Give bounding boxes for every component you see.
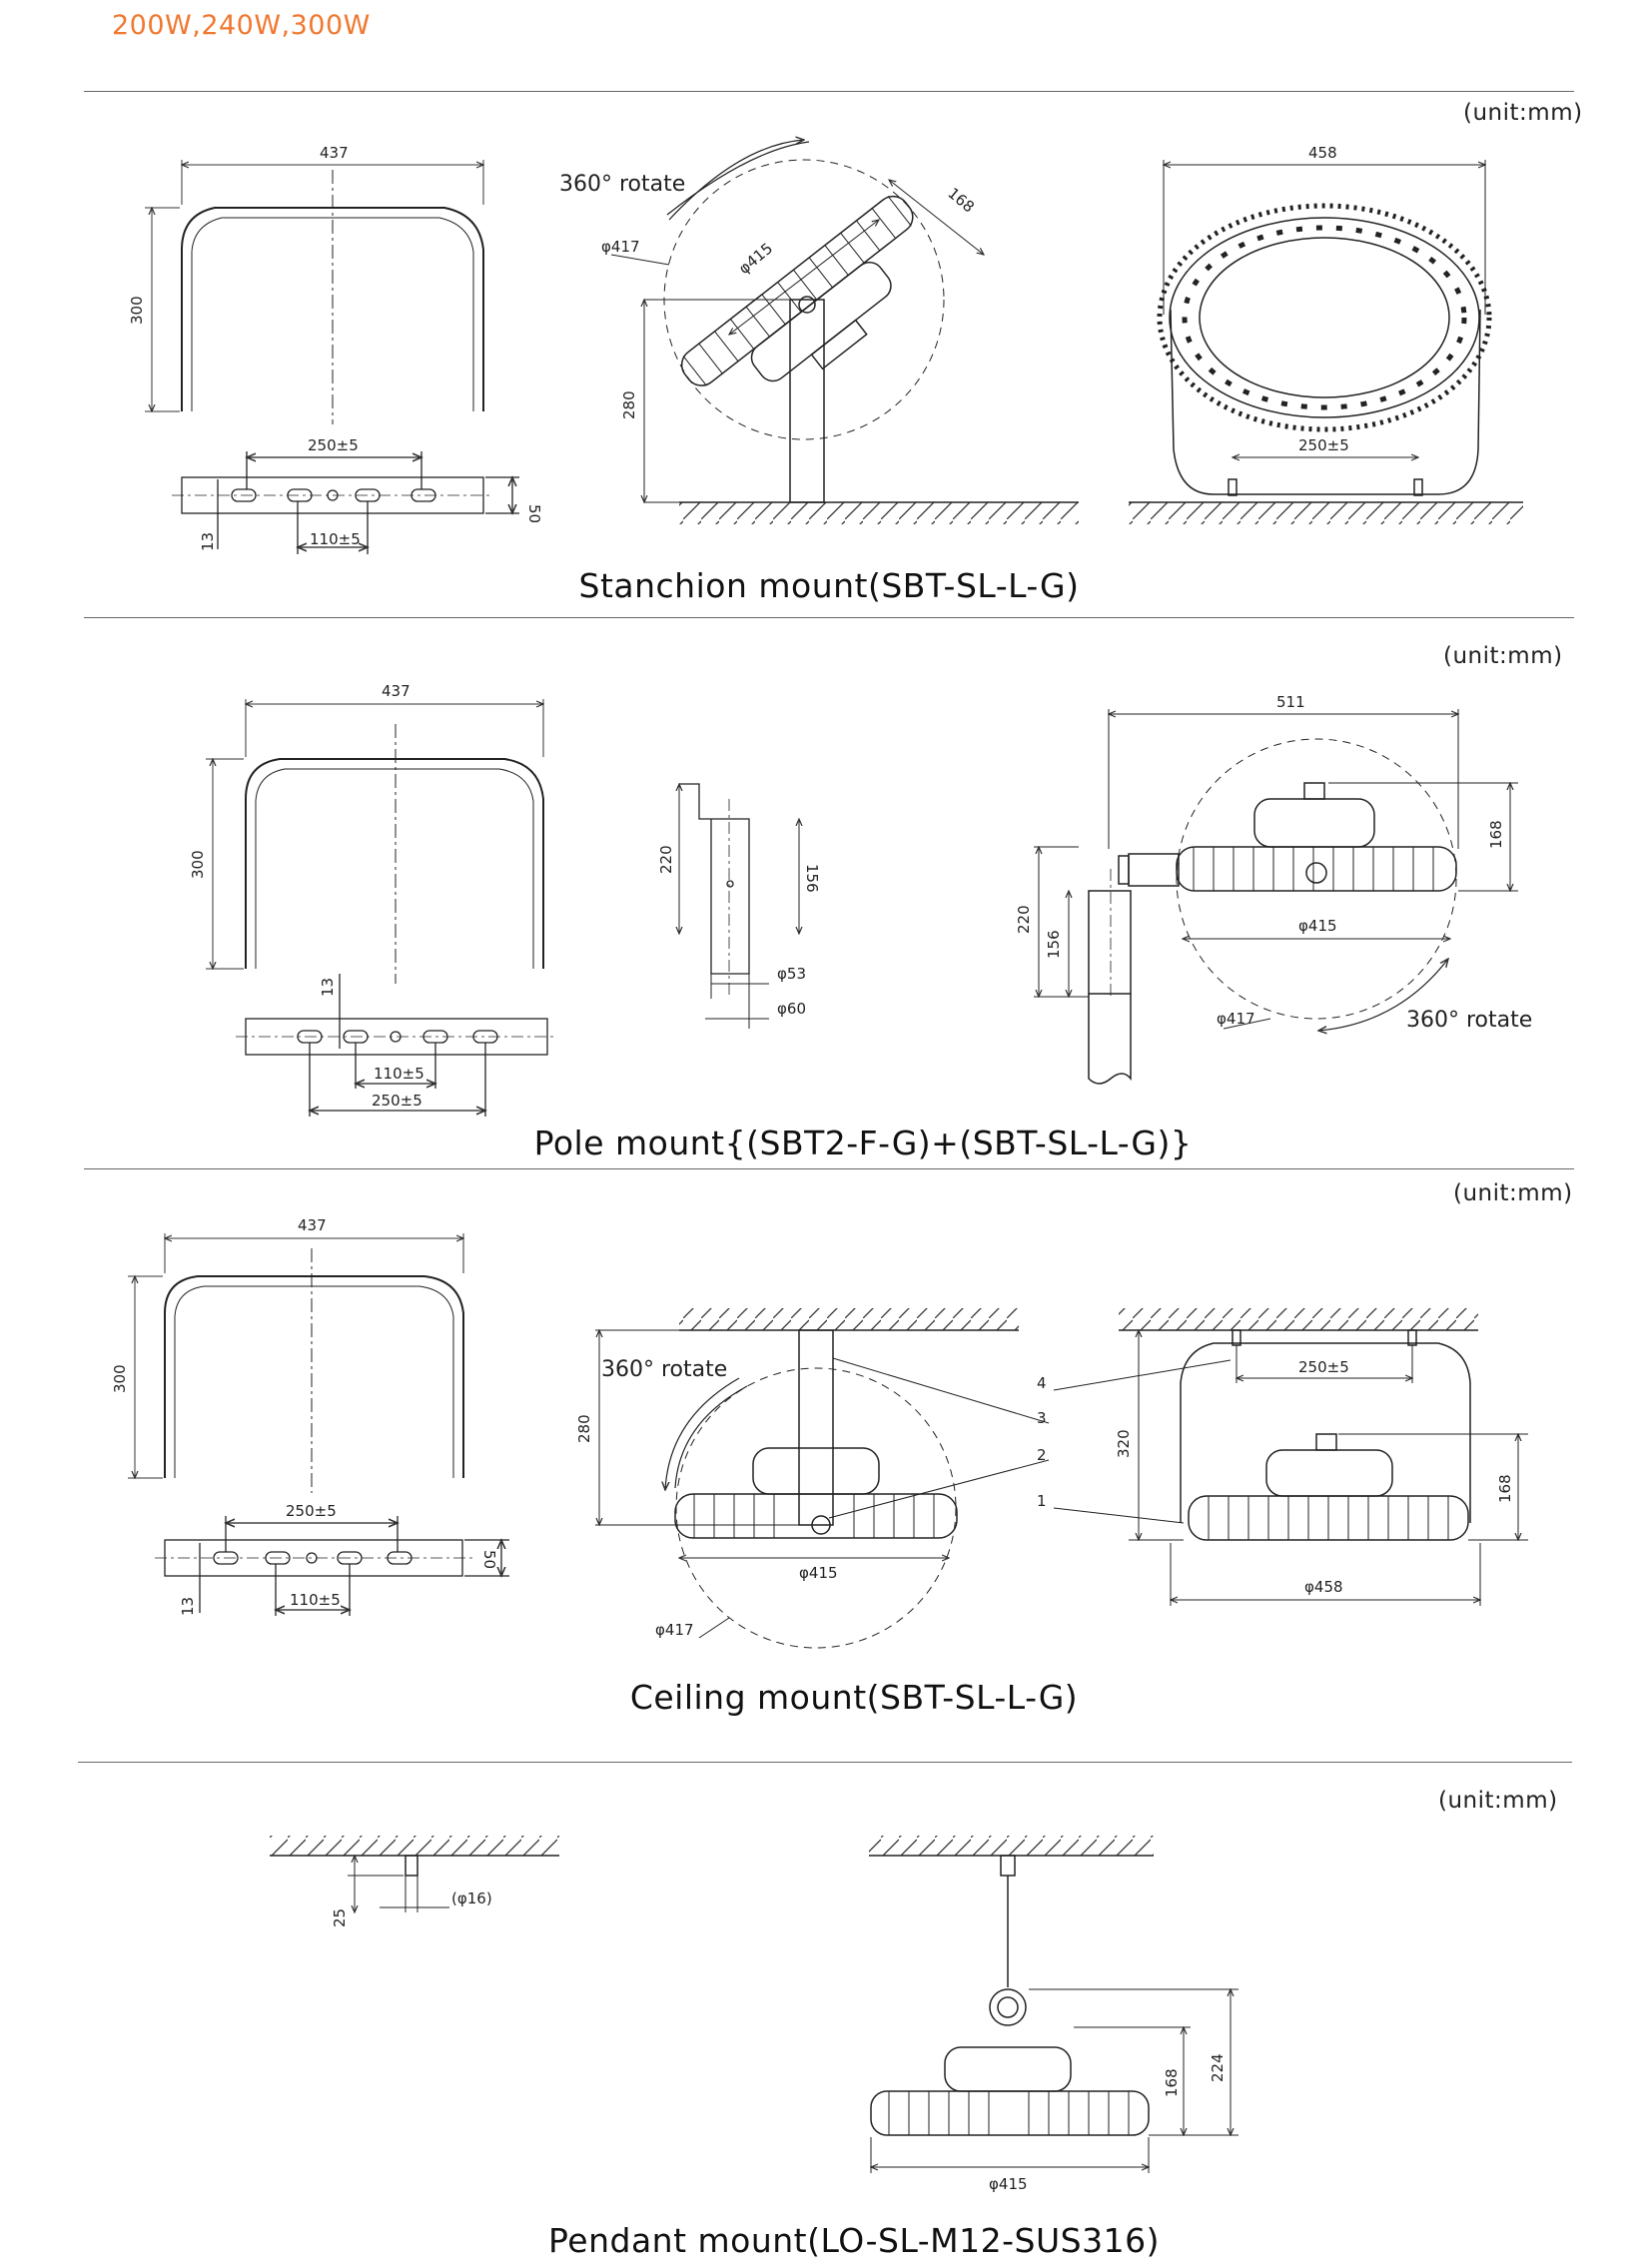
- dim-ceil-hole: 13: [179, 1597, 197, 1616]
- stanchion-front-view: [1129, 160, 1523, 524]
- ceiling-plate: [155, 1516, 509, 1616]
- caption-stanchion: Stanchion mount(SBT-SL-L-G): [578, 566, 1080, 605]
- caption-pole: Pole mount{(SBT2-F-G)+(SBT-SL-L-G)}: [533, 1124, 1193, 1162]
- rotate-label-1: 360° rotate: [559, 172, 685, 197]
- dim-pole-total-511: 511: [1276, 693, 1305, 711]
- section-divider: [84, 91, 1574, 92]
- dim-pole-depth-168: 168: [1487, 820, 1505, 849]
- dim-ceil-width: 437: [298, 1216, 327, 1234]
- pole-bracket-front: [245, 724, 544, 984]
- stanchion-bracket-front: [181, 170, 484, 424]
- caption-pendant: Pendant mount(LO-SL-M12-SUS316): [548, 2221, 1160, 2260]
- dim-hole-13: 13: [199, 532, 217, 551]
- dim-pendant-168: 168: [1163, 2068, 1181, 2097]
- dim-adapter-d60: φ60: [777, 1000, 806, 1018]
- dim-pendant-dia: φ415: [989, 2175, 1028, 2193]
- stanchion-plate: [172, 451, 519, 554]
- unit-label-1: (unit:mm): [1463, 100, 1583, 126]
- pole-plate: [236, 974, 557, 1117]
- ceiling-front-view: [1053, 1308, 1528, 1606]
- dim-pole-hole: 13: [319, 978, 337, 997]
- ceiling-bracket-dims: [128, 1233, 463, 1478]
- pendant-hook-detail: [270, 1836, 559, 1912]
- ceiling-side-view: [595, 1308, 1050, 1649]
- dim-pole-dia-415: φ415: [1298, 917, 1337, 935]
- dim-mount-280: 280: [620, 390, 638, 419]
- dim-adapter-156: 156: [803, 864, 821, 893]
- dim-ceil-front-slot: 250±5: [1298, 1358, 1349, 1376]
- dim-ceil-dia-415: φ415: [799, 1564, 838, 1582]
- dim-front-458: 458: [1308, 144, 1337, 162]
- callout-3: 3: [1037, 1409, 1047, 1427]
- dim-ceil-dia-417: φ417: [655, 1621, 694, 1639]
- dim-ceil-plate: 50: [480, 1550, 498, 1569]
- stanchion-bracket-dims: [145, 160, 483, 411]
- dim-adapter-d53: φ53: [777, 965, 806, 983]
- callout-1: 1: [1037, 1492, 1047, 1510]
- dim-ceil-depth-168: 168: [1496, 1474, 1514, 1503]
- dim-ceil-mount-280: 280: [575, 1414, 593, 1443]
- pole-side-view: [1034, 709, 1518, 1085]
- dim-slot: 250±5: [308, 436, 359, 454]
- unit-label-4: (unit:mm): [1438, 1788, 1558, 1814]
- pole-adapter: [679, 784, 799, 1029]
- ceiling-bracket-front: [164, 1248, 464, 1493]
- dim-ceil-front-458: φ458: [1304, 1578, 1343, 1596]
- dim-pole-slot: 250±5: [372, 1092, 422, 1110]
- unit-label-3: (unit:mm): [1453, 1180, 1573, 1206]
- dim-front-slot: 250±5: [1298, 436, 1349, 454]
- dim-ceil-front-320: 320: [1115, 1429, 1133, 1458]
- dim-ceil-height: 300: [111, 1364, 129, 1393]
- dim-plate-50: 50: [525, 504, 543, 523]
- dim-center: 110±5: [310, 530, 361, 548]
- dim-width-437: 437: [320, 144, 349, 162]
- dim-rod-16: (φ16): [451, 1890, 492, 1907]
- dim-pole-height: 300: [189, 850, 207, 879]
- unit-label-2: (unit:mm): [1443, 643, 1563, 669]
- callout-4: 4: [1037, 1374, 1047, 1392]
- section-divider: [78, 1762, 1572, 1763]
- section-divider: [84, 1168, 1574, 1169]
- section-divider: [84, 617, 1574, 618]
- dim-pole-width: 437: [382, 682, 411, 700]
- dim-pole-dia-417: φ417: [1217, 1010, 1255, 1028]
- stanchion-side-view: [610, 140, 1079, 524]
- dim-pole-center: 110±5: [374, 1065, 424, 1083]
- caption-ceiling: Ceiling mount(SBT-SL-L-G): [629, 1678, 1079, 1717]
- pole-bracket-dims: [206, 699, 543, 969]
- dim-ceil-slot: 250±5: [286, 1502, 337, 1520]
- dim-dia-415: φ415: [735, 240, 776, 279]
- rotate-label-3: 360° rotate: [601, 1357, 727, 1382]
- dim-pendant-224: 224: [1209, 2053, 1227, 2082]
- pendant-fixture: [869, 1836, 1239, 2173]
- dim-pole-side-220: 220: [1015, 905, 1033, 934]
- dim-height-300: 300: [128, 296, 146, 325]
- rotate-label-2: 360° rotate: [1406, 1008, 1532, 1033]
- wattage-header: 200W,240W,300W: [112, 10, 371, 41]
- dim-depth-168: 168: [944, 184, 978, 216]
- dim-pole-side-156: 156: [1045, 930, 1063, 959]
- dim-dia-417: φ417: [601, 238, 640, 256]
- callout-2: 2: [1037, 1446, 1047, 1464]
- dim-hook-25: 25: [331, 1908, 349, 1927]
- dim-adapter-220: 220: [657, 845, 675, 874]
- dim-ceil-center: 110±5: [290, 1591, 341, 1609]
